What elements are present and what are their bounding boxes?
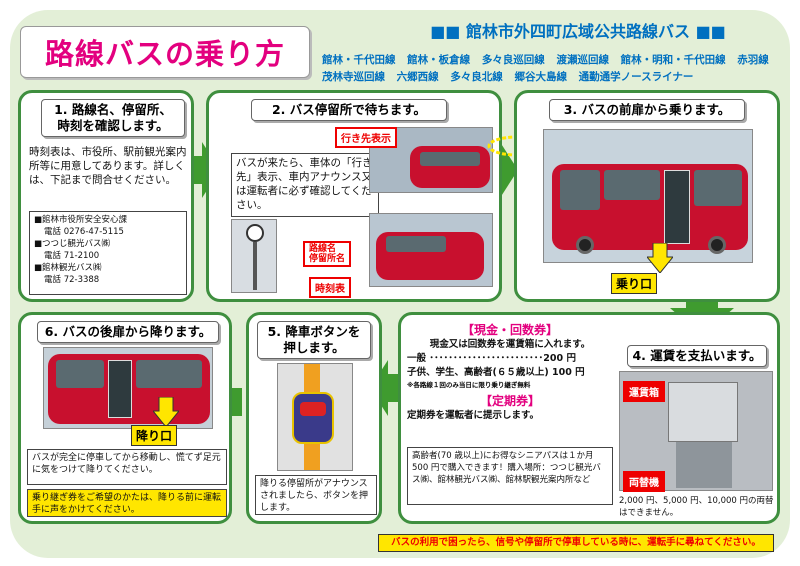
step1-title: 1. 路線名、停留所、 時刻を確認します。 (41, 99, 185, 137)
route-name-tag: 路線名 停留所名 (303, 241, 352, 267)
busstop-photo (231, 219, 277, 293)
right-arrow-icon (186, 142, 220, 198)
route-name: 渡瀬巡回線 (556, 54, 609, 66)
step4-panel: 4. 運賃を支払います。 【現金・回数券】 現金又は回数券を運賃箱に入れます。 … (398, 312, 780, 524)
contact-name: ■館林市役所安全安心課 (34, 215, 128, 225)
adult-fare: 一般 ････････････････････････200 円 (407, 353, 576, 364)
page-title: 路線バスの乗り方 (44, 37, 285, 71)
contact-tel: 電話 71-2100 (44, 251, 100, 261)
farebox-tag: 運賃箱 (623, 381, 665, 402)
route-name: 館林・明和・千代田線 (620, 54, 726, 66)
step1-panel: 1. 路線名、停留所、 時刻を確認します。 時刻表は、市役所、駅前観光案内所等に… (18, 90, 194, 302)
fare-section: 【現金・回数券】 現金又は回数券を運賃箱に入れます。 一般 ･･････････… (407, 321, 613, 423)
route-name: 六郷西線 (396, 71, 439, 83)
step1-body: 時刻表は、市役所、駅前観光案内所等に用意してあります。詳しくは、下記まで問合せく… (29, 146, 187, 186)
bus-photo (43, 347, 213, 429)
cash-line: 現金又は回数券を運賃箱に入れます。 (429, 339, 591, 350)
step5-title: 5. 降車ボタンを 押します。 (257, 321, 371, 359)
down-arrow-icon (647, 243, 673, 273)
step2-body: バスが来たら、車体の「行き先」表示、車内アナウンス又は運転者に必ず確認してくださ… (231, 153, 379, 217)
transfer-ticket-note: 乗り継ぎ券をご希望のかたは、降りる前に運転手に声をかけてください。 (27, 489, 227, 517)
route-name: 郷谷大島線 (514, 71, 567, 83)
changer-tag: 両替機 (623, 471, 665, 492)
child-fare: 子供、学生、高齢者(６５歳以上) 100 円 (407, 367, 585, 378)
route-name: 多々良北線 (450, 71, 503, 83)
transfer-note: ※各路線１回のみ当日に限り乗り継ぎ無料 (407, 381, 531, 389)
step2-title: 2. バス停留所で待ちます。 (251, 99, 447, 121)
cash-header: 【現金・回数券】 (461, 323, 558, 337)
route-name: 館林・板倉線 (407, 54, 471, 66)
route-name: 通勤通学ノースライナー (578, 71, 694, 83)
step3-title: 3. バスの前扉から乗ります。 (549, 99, 745, 121)
bus-photo (543, 129, 753, 263)
route-name: 茂林寺巡回線 (322, 71, 385, 83)
left-arrow-icon (370, 360, 404, 416)
step1-title-line1: 1. 路線名、停留所、 (54, 102, 172, 117)
contact-tel: 電話 72-3388 (44, 275, 100, 285)
step6-title: 6. バスの後扉から降ります。 (37, 321, 219, 343)
step5-title-line2: 押します。 (283, 340, 345, 355)
pass-header: 【定期券】 (479, 394, 540, 408)
timetable-tag: 時刻表 (309, 277, 351, 298)
pass-line: 定期券を運転者に提示します。 (407, 410, 540, 421)
exit-tag: 降り口 (131, 425, 178, 446)
contact-box: ■館林市役所安全安心課 電話 0276-47-5115 ■つつじ観光バス㈱ 電話… (29, 211, 187, 295)
header-title: ■■ 館林市外四町広域公共路線バス ■■ (430, 22, 726, 41)
footer-notice: バスの利用で困ったら、信号や停留所で停車している時に、運転手に尋ねてください。 (378, 534, 774, 552)
down-arrow-icon (153, 397, 179, 427)
step5-title-line1: 5. 降車ボタンを (267, 324, 361, 339)
contact-name: ■つつじ観光バス㈱ (34, 239, 111, 249)
destination-tag: 行き先表示 (335, 127, 397, 148)
step1-title-line2: 時刻を確認します。 (57, 118, 169, 133)
step4-title: 4. 運賃を支払います。 (627, 345, 767, 367)
route-name: 多々良巡回線 (481, 54, 545, 66)
step2-panel: 2. バス停留所で待ちます。 バスが来たら、車体の「行き先」表示、車内アナウンス… (206, 90, 547, 302)
title-box: 路線バスの乗り方 (20, 26, 310, 78)
contact-tel: 電話 0276-47-5115 (44, 227, 124, 237)
contact-name: ■館林観光バス㈱ (34, 263, 102, 273)
stop-button-photo (277, 363, 353, 471)
step6-body: バスが完全に停車してから移動し、慌てず足元に気をつけて降りてください。 (27, 449, 227, 485)
route-list: 館林・千代田線 館林・板倉線 多々良巡回線 渡瀬巡回線 館林・明和・千代田線 赤… (322, 52, 792, 86)
senior-pass-note: 高齢者(70 歳以上)にお得なシニアパスは１か月 500 円で購入できます！購入… (407, 447, 613, 505)
step3-panel: 3. バスの前扉から乗ります。 乗り口 (514, 90, 780, 302)
step5-panel: 5. 降車ボタンを 押します。 降りる停留所がアナウンスされましたら、ボタンを押… (246, 312, 382, 524)
step5-body: 降りる停留所がアナウンスされましたら、ボタンを押します。 (255, 475, 377, 515)
bus-photo (369, 213, 493, 287)
change-note: 2,000 円、5,000 円、10,000 円の両替はできません。 (619, 496, 774, 518)
boarding-tag: 乗り口 (611, 273, 658, 294)
step6-panel: 6. バスの後扉から降ります。 降り口 バスが完全に停車してから移動し、慌てず足… (18, 312, 232, 524)
route-name: 館林・千代田線 (322, 54, 396, 66)
route-name: 赤羽線 (737, 54, 769, 66)
